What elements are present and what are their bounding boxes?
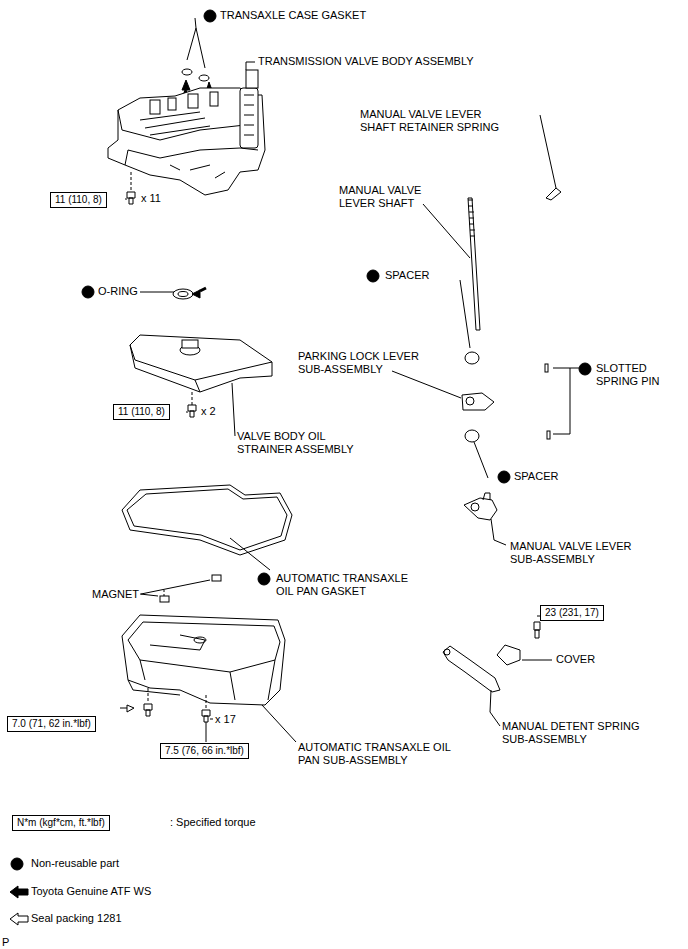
part-label: TRANSAXLE CASE GASKET	[220, 9, 366, 22]
part-label: P	[2, 936, 9, 949]
torque-box: 11 (110, 8)	[50, 192, 107, 208]
torque-value: N*m (kgf*cm, ft.*lbf)	[17, 817, 105, 829]
torque-value: 23 (231, 17)	[545, 607, 599, 619]
part-label: TRANSMISSION VALVE BODY ASSEMBLY	[258, 55, 474, 68]
part-label: MANUAL VALVE LEVER SHAFT	[339, 184, 434, 210]
part-label: AUTOMATIC TRANSAXLE OIL PAN GASKET	[276, 572, 426, 598]
torque-value: 11 (110, 8)	[118, 406, 165, 418]
part-label: MANUAL VALVE LEVER SUB-ASSEMBLY	[510, 540, 650, 566]
part-label: SPACER	[385, 269, 429, 282]
part-label: MANUAL VALVE LEVER SHAFT RETAINER SPRING	[360, 108, 510, 134]
part-label: x 11	[141, 192, 161, 205]
legend-text: Non-reusable part	[31, 857, 119, 870]
torque-box: 23 (231, 17)	[540, 605, 604, 621]
part-label: VALVE BODY OIL STRAINER ASSEMBLY	[237, 430, 377, 456]
part-label: MANUAL DETENT SPRING SUB-ASSEMBLY	[502, 720, 662, 746]
part-label: COVER	[556, 653, 595, 666]
part-label: SLOTTED SPRING PIN	[596, 362, 676, 388]
torque-box: 7.0 (71, 62 in.*lbf)	[7, 716, 96, 732]
part-label: x 2	[201, 405, 216, 418]
torque-box: 7.5 (76, 66 in.*lbf)	[160, 743, 249, 759]
part-label: O-RING	[98, 285, 138, 298]
part-label: MAGNET	[92, 588, 139, 601]
part-label: x 17	[215, 713, 236, 726]
legend-text: Toyota Genuine ATF WS	[31, 885, 151, 898]
torque-box: 11 (110, 8)	[113, 404, 170, 420]
torque-value: 7.5 (76, 66 in.*lbf)	[165, 745, 244, 757]
part-label: SPACER	[514, 470, 558, 483]
legend-text: Seal packing 1281	[31, 912, 122, 925]
torque-value: 7.0 (71, 62 in.*lbf)	[12, 718, 91, 730]
part-label: : Specified torque	[170, 816, 256, 829]
part-label: AUTOMATIC TRANSAXLE OIL PAN SUB-ASSEMBLY	[298, 741, 473, 767]
torque-box: N*m (kgf*cm, ft.*lbf)	[12, 815, 110, 831]
part-label: PARKING LOCK LEVER SUB-ASSEMBLY	[298, 350, 438, 376]
torque-value: 11 (110, 8)	[55, 194, 102, 206]
